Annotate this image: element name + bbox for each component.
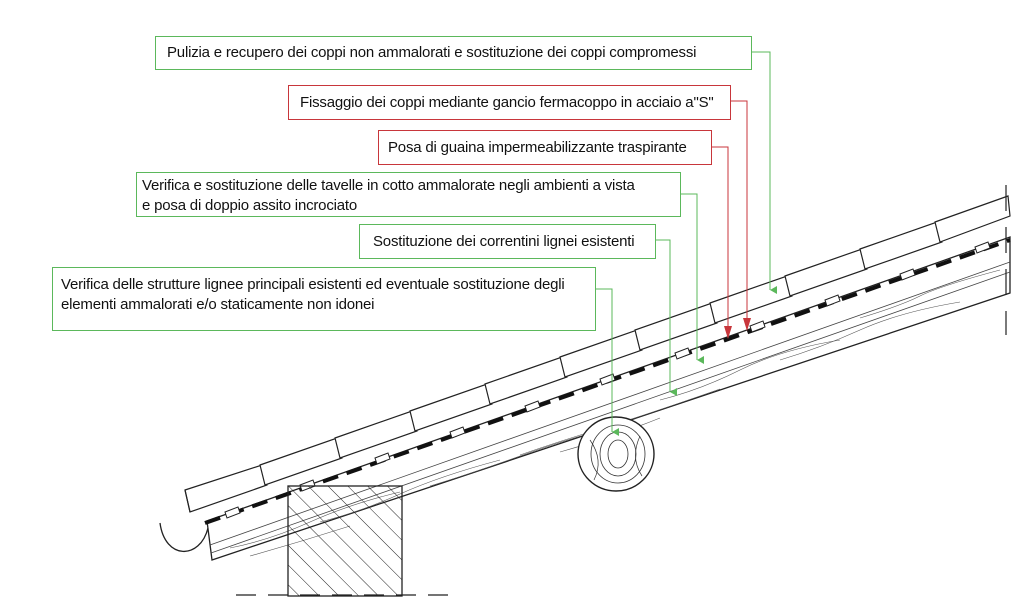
callout-gancio: Fissaggio dei coppi mediante gancio ferm… (288, 85, 731, 120)
timber-beam (577, 416, 655, 492)
masonry-wall (287, 485, 403, 597)
callout-strutture: Verifica delle strutture lignee principa… (52, 267, 596, 331)
callout-correntini: Sostituzione dei correntini lignei esist… (359, 224, 656, 259)
callout-correntini-text: Sostituzione dei correntini lignei esist… (373, 233, 635, 250)
callout-tavelle-line2: e posa di doppio assito incrociato (142, 197, 358, 214)
callout-coppi: Pulizia e recupero dei coppi non ammalor… (155, 36, 752, 70)
callout-strutture-line1: Verifica delle strutture lignee principa… (61, 276, 565, 293)
leader-lines (596, 51, 777, 436)
callout-guaina-text: Posa di guaina impermeabilizzante traspi… (388, 139, 687, 156)
callout-strutture-line2: elementi ammalorati e/o staticamente non… (61, 296, 375, 313)
callout-coppi-text: Pulizia e recupero dei coppi non ammalor… (167, 44, 697, 61)
callout-gancio-text: Fissaggio dei coppi mediante gancio ferm… (300, 94, 714, 111)
gutter (159, 522, 209, 552)
callout-tavelle: Verifica e sostituzione delle tavelle in… (136, 172, 681, 217)
callout-guaina: Posa di guaina impermeabilizzante traspi… (378, 130, 712, 165)
callout-tavelle-line1: Verifica e sostituzione delle tavelle in… (142, 177, 635, 194)
roof-tiles (184, 195, 1011, 513)
